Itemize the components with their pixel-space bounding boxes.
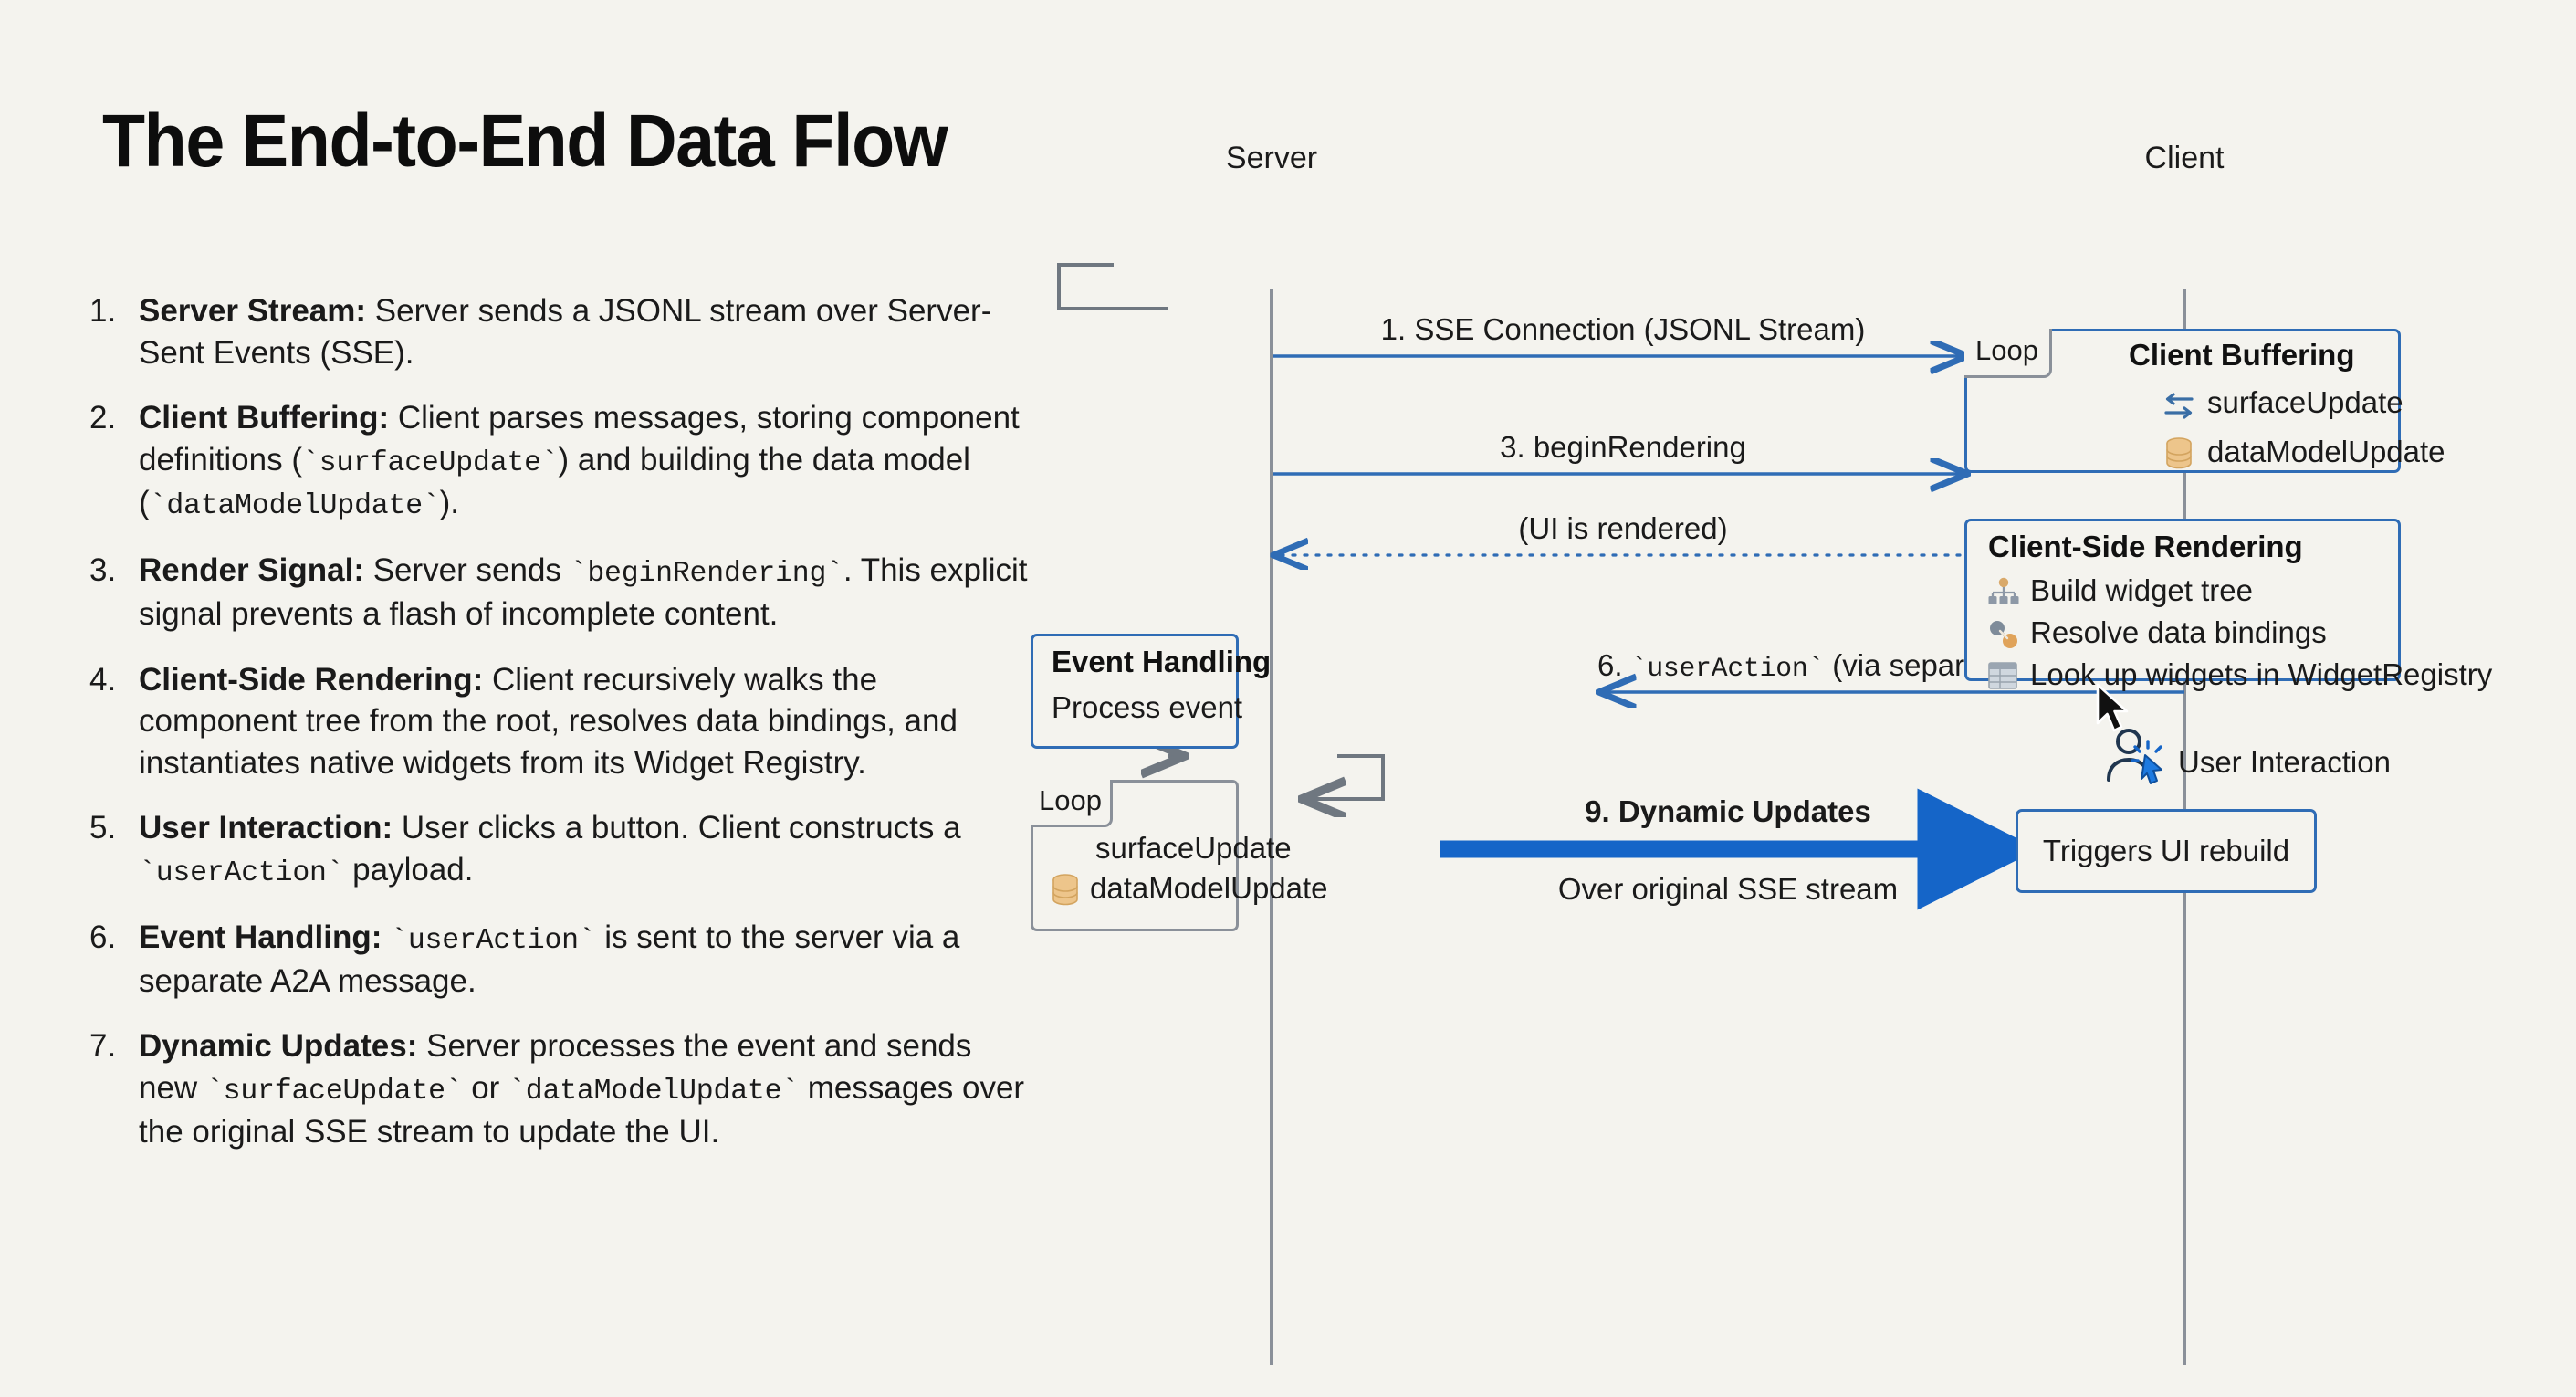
registry-table-icon xyxy=(1988,662,2017,689)
server-loop-line-surface-update: surfaceUpdate xyxy=(1095,831,1292,865)
list-item-body: Client-Side Rendering: Client recursivel… xyxy=(139,659,1039,784)
inline-code: `surfaceUpdate` xyxy=(205,1075,463,1108)
client-rendering-item-1: Resolve data bindings xyxy=(2030,615,2327,649)
list-item-number: 3. xyxy=(89,552,117,589)
actor-label-client: Client xyxy=(2144,141,2225,175)
inline-code: `dataModelUpdate` xyxy=(149,490,440,523)
inline-code: `surfaceUpdate` xyxy=(301,446,559,479)
server-loop-box xyxy=(1031,780,1239,931)
message-label-begin-rendering: 3. beginRendering xyxy=(1500,430,1746,464)
user-interaction-label: User Interaction xyxy=(2178,745,2391,779)
client-buffering-loop-tab: Loop xyxy=(1964,329,2052,378)
two-way-arrows-icon xyxy=(2164,393,2194,419)
list-item-term: Client-Side Rendering: xyxy=(139,661,484,698)
list-item-term: Dynamic Updates: xyxy=(139,1028,418,1065)
list-item: 6. Event Handling: `userAction` is sent … xyxy=(89,917,1039,1002)
list-item-term: User Interaction: xyxy=(139,810,393,846)
message-label-sse-connection: 1. SSE Connection (JSONL Stream) xyxy=(1380,312,1866,346)
list-item-body: User Interaction: User clicks a button. … xyxy=(139,807,1039,892)
client-buffering-title: Client Buffering xyxy=(2129,338,2355,372)
list-item: 3. Render Signal: Server sends `beginRen… xyxy=(89,550,1039,635)
list-item-number: 5. xyxy=(89,810,117,846)
list-item-number: 2. xyxy=(89,400,117,436)
message-label-dynamic-updates-sub: Over original SSE stream xyxy=(1557,872,1899,906)
list-item-text: Server sends `beginRendering`. This expl… xyxy=(139,552,1028,633)
client-buffering-line-data-model-update: dataModelUpdate xyxy=(2207,435,2445,468)
inline-code: `userAction` xyxy=(1630,653,1825,684)
actor-label-server: Server xyxy=(1225,141,1318,175)
event-handling-title: Event Handling xyxy=(1052,645,1272,678)
list-item-term: Server Stream: xyxy=(139,293,367,329)
list-item: 7. Dynamic Updates: Server processes the… xyxy=(89,1025,1039,1152)
hierarchy-icon xyxy=(1988,577,2019,604)
list-item-text: Server processes the event and sends new… xyxy=(139,1028,1025,1150)
triggers-ui-rebuild-box xyxy=(2016,809,2317,893)
server-loop-line-data-model-update: dataModelUpdate xyxy=(1090,871,1328,905)
client-rendering-item-2: Look up widgets in WidgetRegistry xyxy=(2030,657,2493,691)
inline-code: `userAction` xyxy=(139,856,344,889)
list-item: 2. Client Buffering: Client parses messa… xyxy=(89,397,1039,526)
list-item-text: Client parses messages, storing componen… xyxy=(139,400,1020,523)
list-item-text: `userAction` is sent to the server via a… xyxy=(139,919,960,999)
event-handling-box xyxy=(1031,634,1239,749)
list-item-text: User clicks a button. Client constructs … xyxy=(139,810,961,889)
list-item: 5. User Interaction: User clicks a butto… xyxy=(89,807,1039,892)
list-item-body: Server Stream: Server sends a JSONL stre… xyxy=(139,290,1039,373)
database-icon xyxy=(2166,437,2192,469)
list-item: 4. Client-Side Rendering: Client recursi… xyxy=(89,659,1039,784)
page-title: The End-to-End Data Flow xyxy=(102,100,948,183)
list-item-term: Render Signal: xyxy=(139,552,364,589)
inline-code: `beginRendering` xyxy=(570,558,843,591)
sequence-diagram: Server Client 1. SSE Connection (JSONL S… xyxy=(1031,141,2538,1370)
list-item-number: 6. xyxy=(89,919,117,955)
message-label-dynamic-updates: 9. Dynamic Updates xyxy=(1585,794,1871,828)
server-loop-path xyxy=(1057,263,1168,310)
list-item-body: Render Signal: Server sends `beginRender… xyxy=(139,550,1039,635)
list-item-body: Dynamic Updates: Server processes the ev… xyxy=(139,1025,1039,1152)
inline-code: `dataModelUpdate` xyxy=(508,1075,800,1108)
inline-code: `userAction` xyxy=(391,924,596,957)
list-item-number: 1. xyxy=(89,293,117,329)
message-label-ui-rendered: (UI is rendered) xyxy=(1518,511,1728,545)
list-item: 1. Server Stream: Server sends a JSONL s… xyxy=(89,290,1039,373)
client-rendering-title: Client-Side Rendering xyxy=(1988,530,2303,563)
linked-nodes-icon xyxy=(1990,621,2017,648)
list-item-number: 7. xyxy=(89,1028,117,1065)
server-loop-tab: Loop xyxy=(1031,780,1113,827)
client-rendering-item-0: Build widget tree xyxy=(2030,573,2253,607)
server-loop-path-right xyxy=(1305,754,1385,799)
triggers-ui-rebuild-label: Triggers UI rebuild xyxy=(2042,834,2290,867)
client-buffering-line-surface-update: surfaceUpdate xyxy=(2207,385,2403,419)
client-rendering-box xyxy=(1964,519,2401,681)
database-icon xyxy=(1052,874,1078,906)
user-click-icon xyxy=(2107,729,2162,784)
list-item-number: 4. xyxy=(89,661,117,698)
steps-list: 1. Server Stream: Server sends a JSONL s… xyxy=(89,290,1039,1176)
list-item-term: Event Handling: xyxy=(139,919,382,955)
loop-tab-label: Loop xyxy=(1975,334,2038,366)
list-item-text: Client recursively walks the component t… xyxy=(139,661,958,781)
event-handling-line: Process event xyxy=(1052,690,1243,724)
list-item-text: Server sends a JSONL stream over Server-… xyxy=(139,293,992,371)
list-item-body: Event Handling: `userAction` is sent to … xyxy=(139,917,1039,1002)
list-item-body: Client Buffering: Client parses messages… xyxy=(139,397,1039,526)
list-item-term: Client Buffering: xyxy=(139,400,390,436)
loop-tab-label: Loop xyxy=(1039,784,1102,816)
